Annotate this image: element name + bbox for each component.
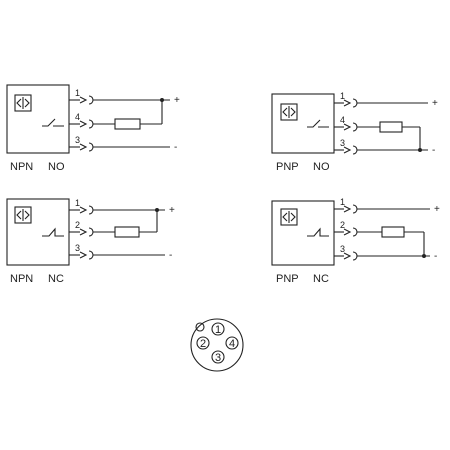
contact-label: NO — [313, 161, 330, 173]
plug-arrow — [343, 252, 352, 260]
plug-arrow — [343, 99, 352, 107]
load-resistor — [114, 226, 140, 238]
plug-arrow — [343, 228, 352, 236]
plus-label: + — [432, 98, 438, 109]
junction-dot — [160, 98, 164, 102]
load-resistor — [379, 121, 403, 133]
pin-circle — [211, 350, 225, 364]
connector-pin-label: 1 — [215, 324, 221, 336]
plug-arrow — [343, 123, 352, 131]
sensor-body — [6, 198, 70, 266]
plug-arrow — [79, 143, 88, 151]
plus-label: + — [169, 205, 175, 216]
plug-arrow — [79, 96, 88, 104]
pin-label: 4 — [75, 112, 80, 122]
plug-arrow — [79, 120, 88, 128]
connector-pin-label: 2 — [200, 338, 206, 350]
pin-label: 1 — [340, 197, 345, 207]
npn-no-diagram: 1 4 3 + - NPN NO — [6, 84, 180, 173]
switch-symbol — [42, 227, 64, 237]
type-label: NPN — [10, 273, 33, 285]
sensor-body — [271, 200, 335, 266]
plug-arrow — [79, 251, 88, 259]
pin-label: 1 — [75, 88, 80, 98]
pnp-no-diagram: 1 4 3 + - PNP NO — [271, 91, 438, 173]
switch-symbol — [307, 119, 329, 128]
type-label: PNP — [276, 161, 299, 173]
pin-label: 2 — [340, 220, 345, 230]
sensor-icon — [14, 94, 32, 112]
sensor-icon — [14, 206, 32, 224]
plus-label: + — [174, 95, 180, 106]
pnp-nc-diagram: 1 2 3 + - PNP NC — [271, 197, 440, 285]
sensor-icon — [280, 103, 298, 121]
sensor-body — [6, 84, 70, 154]
pin-label: 4 — [340, 115, 345, 125]
pin-circle — [211, 322, 225, 336]
pin-label: 3 — [340, 138, 345, 148]
connector-pin-label: 4 — [229, 338, 235, 350]
minus-label: - — [174, 142, 177, 153]
type-label: PNP — [276, 273, 299, 285]
connector-pin-label: 3 — [215, 352, 221, 364]
npn-nc-diagram: 1 2 3 + - NPN NC — [6, 198, 175, 285]
minus-label: - — [434, 251, 437, 262]
pin-circle — [196, 336, 210, 350]
plug-arrow — [343, 146, 352, 154]
pin-circle — [225, 336, 239, 350]
type-label: NPN — [10, 161, 33, 173]
switch-symbol — [42, 118, 64, 127]
pin-label: 1 — [75, 198, 80, 208]
load-resistor — [114, 118, 141, 130]
load-resistor — [381, 226, 405, 238]
connector-outline — [190, 318, 244, 372]
contact-label: NC — [48, 273, 64, 285]
minus-label: - — [432, 145, 435, 156]
pin-label: 3 — [75, 135, 80, 145]
switch-symbol — [307, 227, 329, 237]
pin-label: 1 — [340, 91, 345, 101]
contact-label: NO — [48, 161, 65, 173]
minus-label: - — [169, 250, 172, 261]
plus-label: + — [434, 204, 440, 215]
coding-key — [195, 322, 205, 332]
junction-dot — [155, 208, 159, 212]
pin-label: 2 — [75, 220, 80, 230]
contact-label: NC — [313, 273, 329, 285]
sensor-body — [271, 93, 335, 154]
sensor-icon — [280, 208, 298, 226]
pin-label: 3 — [75, 243, 80, 253]
plug-arrow — [343, 205, 352, 213]
pin-label: 3 — [340, 244, 345, 254]
connector-pinout: 1 2 4 3 — [190, 318, 244, 372]
plug-arrow — [79, 228, 88, 236]
plug-arrow — [79, 206, 88, 214]
